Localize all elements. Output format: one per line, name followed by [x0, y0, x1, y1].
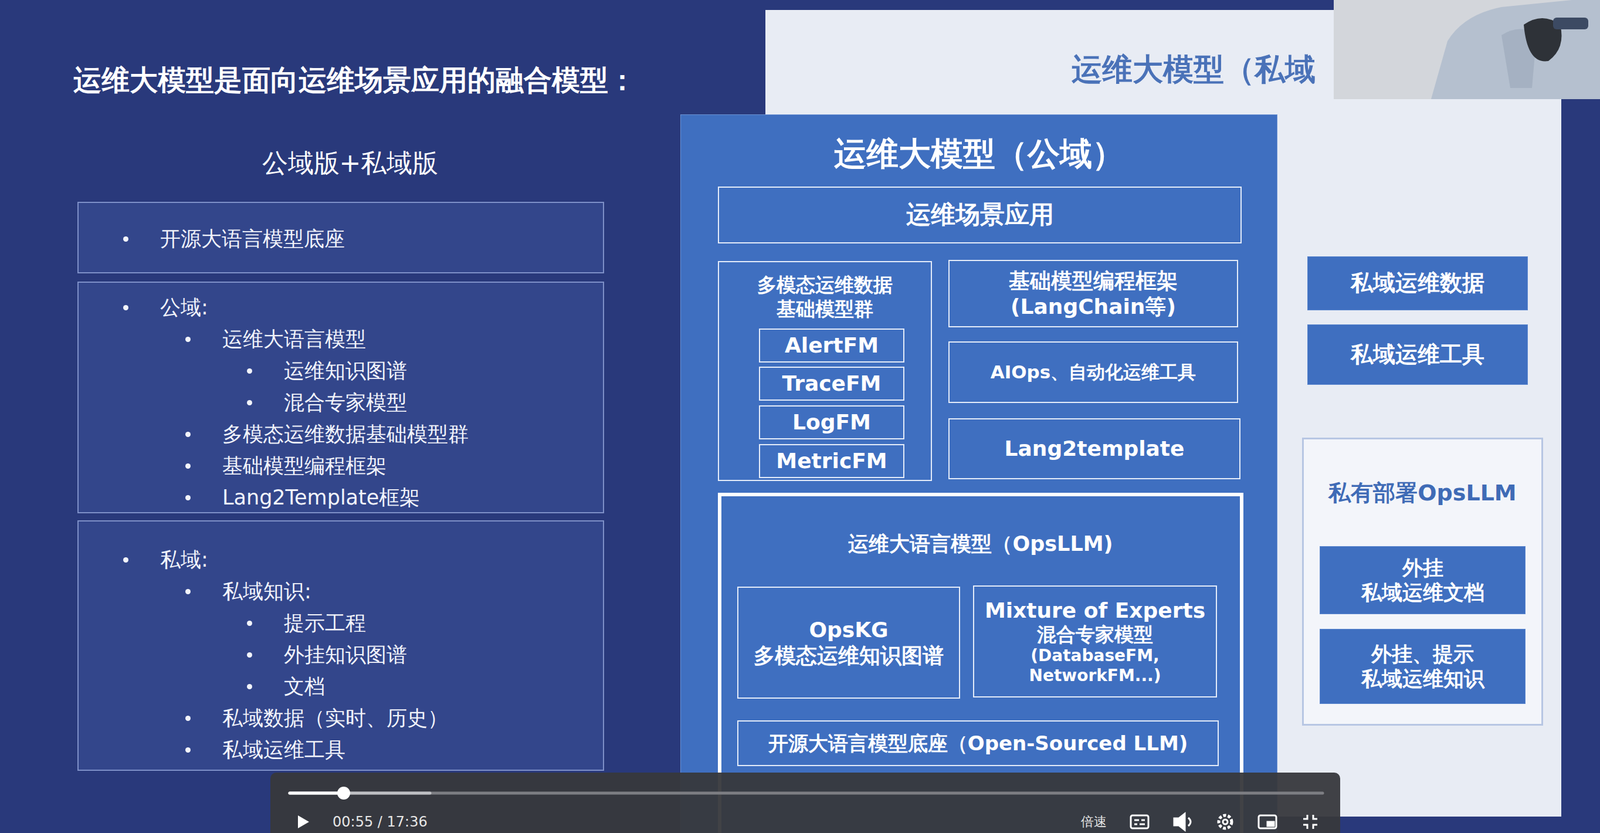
played-bar	[289, 791, 344, 795]
control-icons	[1130, 813, 1318, 830]
subtitle-icon	[1130, 815, 1149, 829]
bullet-item: 基础模型编程框架	[222, 449, 603, 482]
private-box: 外挂、提示私域运维知识	[1319, 628, 1526, 704]
subtitle-lines	[1134, 819, 1145, 825]
node-text: 混合专家模型	[1036, 622, 1154, 647]
person-shirt	[1431, 0, 1600, 100]
bullet-item: 文档	[283, 670, 603, 703]
model-group: 多模态运维数据基础模型群 AlertFM TraceFM LogFM MetricFM	[717, 260, 932, 481]
volume-wave	[1188, 817, 1191, 826]
speed-button: 倍速	[1080, 814, 1107, 830]
bullet-item: 运维大语言模型	[222, 323, 603, 355]
private-box: 私域运维数据	[1307, 256, 1528, 311]
node-text: 外挂、提示	[1371, 641, 1474, 667]
progress-track	[289, 791, 1323, 795]
bullet-list-box: 私域:私域知识:提示工程外挂知识图谱文档私域数据（实时、历史）私域运维工具	[77, 520, 605, 771]
base-model-box: 开源大语言模型底座（Open-Sourced LLM)	[737, 720, 1219, 766]
webcam-frame	[1333, 0, 1600, 100]
node-text: 基础模型编程框架	[1008, 268, 1178, 294]
node-text: TraceFM	[782, 370, 882, 396]
bullet-item: 运维知识图谱	[283, 354, 603, 387]
module-box: OpsKG多模态运维知识图谱	[737, 586, 961, 699]
bullet-item: 多模态运维数据基础模型群	[222, 418, 603, 450]
pip-inner	[1267, 821, 1274, 826]
slide-title: 运维大模型是面向运维场景应用的融合模型：	[73, 62, 637, 97]
control-bar	[270, 772, 1341, 833]
node-text: Mixture of Experts	[984, 597, 1206, 623]
node-text: 私域运维工具	[1350, 341, 1485, 369]
bullet-item: 私域:	[160, 543, 603, 576]
model-box: AlertFM	[758, 328, 905, 363]
module-box: 运维场景应用	[717, 186, 1242, 244]
node-text: 私域运维文档	[1361, 580, 1485, 605]
fullscreen-icon	[1303, 814, 1318, 829]
node-text: 运维大模型（公域）	[680, 134, 1277, 174]
subtitle-label: 公域版+私域版	[262, 147, 439, 179]
node-text: 多模态运维知识图谱	[753, 642, 944, 669]
node-text: LogFM	[792, 409, 871, 435]
node-text: AlertFM	[784, 332, 879, 358]
bullet-item: 私域运维工具	[222, 733, 603, 766]
node-text: (LangChain等)	[1010, 293, 1176, 320]
private-box: 外挂私域运维文档	[1319, 546, 1526, 615]
bullet-item: 公域:	[160, 291, 603, 324]
model-box: TraceFM	[758, 366, 905, 401]
buffered-bar	[289, 791, 430, 795]
pip-icon	[1258, 815, 1277, 829]
node-text: 私有部署OpsLLM	[1303, 478, 1542, 507]
time-display: 00:55 / 17:36	[332, 813, 428, 831]
bullet-list-box: 公域:运维大语言模型运维知识图谱混合专家模型多模态运维数据基础模型群基础模型编程…	[77, 281, 605, 514]
model-box: MetricFM	[758, 443, 905, 479]
bullet-list-box: 开源大语言模型底座	[77, 201, 605, 274]
node-text: MetricFM	[775, 448, 887, 474]
play-icon	[297, 815, 310, 829]
node-text: OpsKG	[808, 617, 888, 643]
node-text: 运维场景应用	[906, 200, 1054, 230]
node-text: Lang2template	[1004, 435, 1185, 461]
bullet-item: Lang2Template框架	[222, 481, 603, 514]
node-text: 私域运维知识	[1361, 666, 1485, 691]
module-box: 基础模型编程框架(LangChain等)	[948, 259, 1239, 328]
volume-icon	[1174, 813, 1185, 830]
private-opsllm-box: 私有部署OpsLLM外挂私域运维文档外挂、提示私域运维知识	[1302, 437, 1544, 726]
node-text: 外挂	[1402, 555, 1444, 581]
webcam-view	[1333, 0, 1600, 100]
private-box: 私域运维工具	[1307, 324, 1528, 385]
bullet-item: 提示工程	[283, 607, 603, 639]
module-box: Lang2template	[948, 418, 1241, 480]
node-text: AIOps、自动化运维工具	[990, 361, 1197, 383]
node-text: 基础模型群	[719, 296, 931, 321]
microphone	[1553, 17, 1589, 30]
module-box: AIOps、自动化运维工具	[948, 341, 1239, 403]
node-text: 私域运维数据	[1350, 269, 1485, 297]
public-panel: 运维大模型（公域） 运维场景应用多模态运维数据基础模型群 AlertFM TraceF…	[680, 114, 1278, 833]
progress-knob	[337, 786, 351, 800]
node-text: 开源大语言模型底座（Open-Sourced LLM)	[768, 731, 1189, 756]
bullet-item: 私域知识:	[222, 575, 603, 608]
module-box: Mixture of Experts混合专家模型(DatabaseFM, Net…	[973, 585, 1218, 698]
video-control-bar	[270, 772, 1341, 833]
node-text: (DatabaseFM, NetworkFM...)	[1004, 645, 1186, 686]
bullet-item: 开源大语言模型底座	[160, 222, 603, 255]
bullet-item: 私域数据（实时、历史）	[222, 702, 603, 734]
node-text: 多模态运维数据	[719, 272, 931, 297]
node-text: 运维大语言模型（OpsLLM)	[721, 530, 1240, 557]
bullet-item: 外挂知识图谱	[283, 638, 603, 671]
gear-icon	[1218, 815, 1232, 829]
gear-center	[1222, 819, 1228, 825]
model-box: LogFM	[758, 405, 905, 440]
bullet-item: 混合专家模型	[283, 386, 603, 419]
